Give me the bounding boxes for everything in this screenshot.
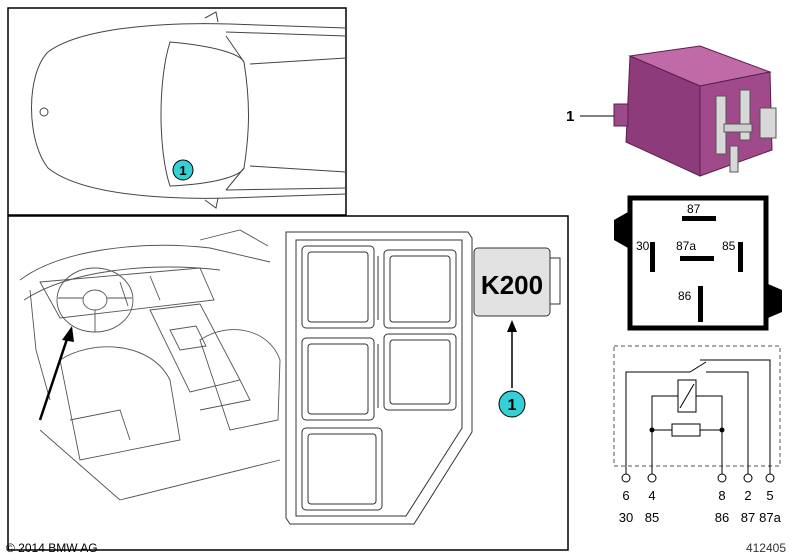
pin-86-bar bbox=[698, 286, 703, 322]
relay-slot-k200: K200 bbox=[473, 247, 561, 317]
relay-slot-label: K200 bbox=[481, 270, 543, 300]
car-outline bbox=[31, 11, 347, 209]
relay-pin-diagram: 87 30 87a 85 86 bbox=[614, 195, 782, 331]
terminal-name-3: 86 bbox=[715, 510, 729, 525]
location-callout-marker: 1 bbox=[172, 159, 194, 181]
fuse-box bbox=[285, 231, 473, 525]
location-arrow bbox=[38, 326, 74, 421]
fusebox-callout-number: 1 bbox=[508, 397, 517, 414]
terminal-number-2: 4 bbox=[648, 488, 655, 503]
terminal-name-1: 30 bbox=[619, 510, 633, 525]
pin-87-label: 87 bbox=[687, 202, 701, 216]
pin-85-label: 85 bbox=[722, 239, 736, 253]
relay-slot-arrow bbox=[507, 320, 517, 388]
pin-30-bar bbox=[650, 242, 655, 272]
terminal-name-2: 85 bbox=[645, 510, 659, 525]
relay-schematic: 6 4 8 2 5 30 85 86 87 87a bbox=[613, 345, 782, 525]
terminal-name-5: 87a bbox=[759, 510, 781, 525]
pin-85-bar bbox=[738, 242, 743, 272]
schematic-wiring bbox=[625, 359, 771, 474]
pin-87a-label: 87a bbox=[676, 239, 696, 253]
location-callout-number: 1 bbox=[179, 163, 186, 178]
terminal-number-3: 8 bbox=[718, 488, 725, 503]
interior-fusebox-panel: K200 1 bbox=[7, 215, 569, 551]
car-interior-sketch bbox=[19, 229, 281, 501]
document-number: 412405 bbox=[745, 541, 786, 555]
copyright-notice: © 2014 BMW AG bbox=[6, 541, 98, 555]
relay-photo: 1 bbox=[566, 45, 777, 177]
pin-87a-bar bbox=[680, 256, 714, 261]
terminal-name-4: 87 bbox=[741, 510, 755, 525]
terminal-number-4: 2 bbox=[744, 488, 751, 503]
pin-86-label: 86 bbox=[678, 289, 692, 303]
relay-callout-label: 1 bbox=[566, 108, 574, 125]
terminal-number-5: 5 bbox=[766, 488, 773, 503]
fusebox-callout-marker: 1 bbox=[498, 390, 526, 418]
schematic-terminals bbox=[621, 473, 775, 483]
relay-body bbox=[613, 45, 777, 177]
pin-87-bar bbox=[682, 216, 716, 221]
terminal-number-1: 6 bbox=[622, 488, 629, 503]
pin-30-label: 30 bbox=[636, 239, 650, 253]
car-location-panel: 1 bbox=[7, 7, 347, 216]
